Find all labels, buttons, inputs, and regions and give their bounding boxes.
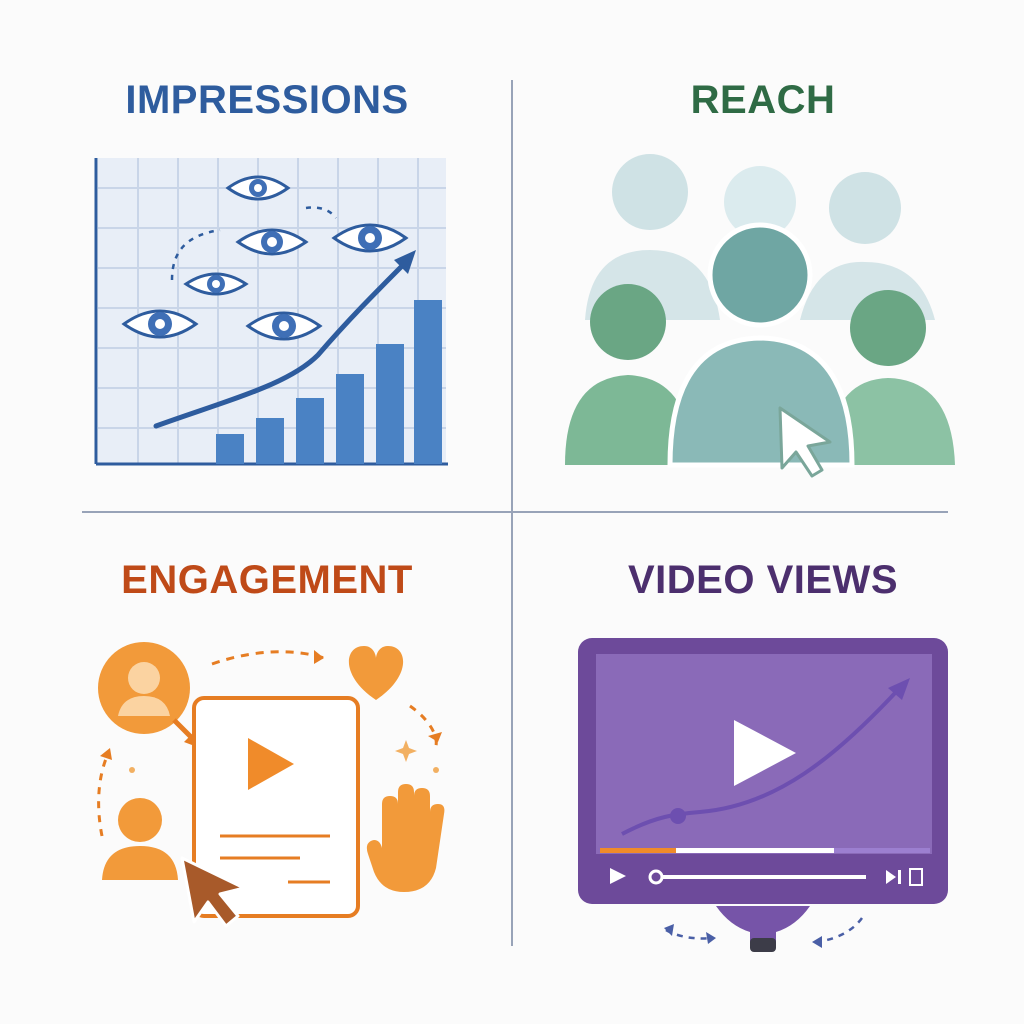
- sparkle-icon: [129, 740, 439, 773]
- impressions-title: IMPRESSIONS: [125, 78, 409, 122]
- funnel-icon: [716, 906, 810, 952]
- eye-icon: [245, 311, 323, 341]
- people-group-icon: [565, 154, 955, 468]
- reach-illustration: [565, 154, 955, 478]
- bar-chart: [216, 300, 442, 464]
- cursor-icon: [778, 406, 832, 478]
- trend-arrow-icon: [153, 250, 416, 429]
- engagement-illustration: [97, 642, 445, 928]
- seek-bar[interactable]: [648, 869, 866, 885]
- eye-icon: [235, 228, 309, 256]
- hand-icon: [366, 784, 445, 892]
- progress-bar[interactable]: [600, 848, 930, 853]
- horizontal-divider: [82, 511, 948, 513]
- eye-icon: [121, 309, 199, 339]
- play-card-icon: [192, 696, 360, 918]
- trend-line-icon: [621, 678, 910, 836]
- fullscreen-icon[interactable]: [909, 868, 923, 886]
- eye-icon: [225, 175, 291, 201]
- heart-icon: [348, 646, 404, 700]
- impressions-illustration: [94, 158, 448, 466]
- engagement-title: ENGAGEMENT: [121, 558, 413, 602]
- vertical-divider: [511, 80, 513, 946]
- play-button[interactable]: [610, 868, 626, 884]
- reach-title: REACH: [690, 78, 836, 122]
- eye-icon: [331, 223, 409, 253]
- video-player: [578, 638, 948, 952]
- user-icon: [102, 798, 178, 880]
- user-avatar-icon: [98, 642, 200, 748]
- play-icon[interactable]: [734, 720, 796, 786]
- eye-icon: [183, 272, 249, 296]
- cursor-icon: [180, 856, 246, 928]
- skip-icon[interactable]: [886, 870, 901, 884]
- video-views-title: VIDEO VIEWS: [628, 558, 898, 602]
